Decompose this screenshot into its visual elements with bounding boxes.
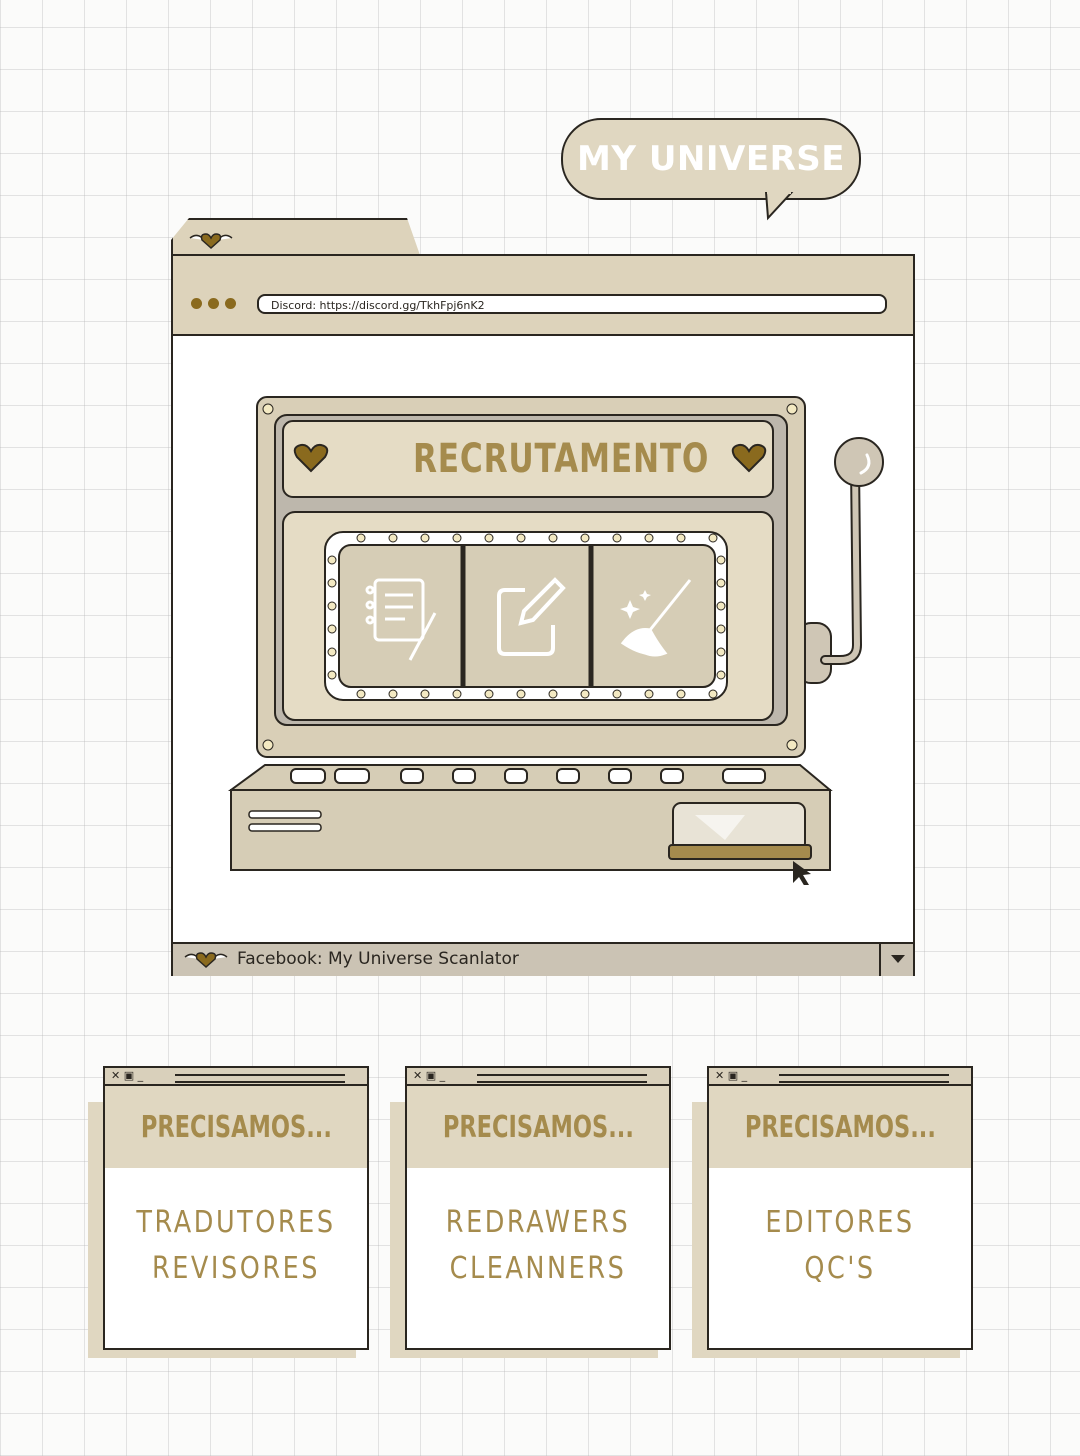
card-titlebar: ✕ ▣ _ [407, 1068, 669, 1086]
speech-bubble: MY UNIVERSE [561, 118, 861, 200]
document-pen-icon [365, 578, 437, 661]
window-dot-2[interactable] [208, 298, 219, 309]
lever-knob [834, 437, 884, 487]
window-toolbar: Discord: https://discord.gg/TkhFpj6nK2 [173, 256, 913, 336]
role-card-1: ✕ ▣ _ PRECISAMOS... TRADUTORES REVISORES [103, 1066, 369, 1350]
heart-icon [731, 443, 767, 473]
slot-title: RECRUTAMENTO [413, 436, 710, 482]
card-body: EDITORES QC'S [709, 1200, 971, 1292]
broom-sparkle-icon [620, 579, 692, 657]
role-label: EDITORES [765, 1205, 915, 1240]
role-label: TRADUTORES [136, 1205, 336, 1240]
cursor-icon [793, 861, 811, 885]
address-bar[interactable]: Discord: https://discord.gg/TkhFpj6nK2 [257, 294, 887, 314]
coin-tray [672, 802, 806, 852]
window-footer: Facebook: My Universe Scanlator [173, 942, 913, 976]
facebook-label: Facebook: My Universe Scanlator [237, 949, 519, 969]
role-label: QC'S [804, 1251, 876, 1286]
card-titlebar: ✕ ▣ _ [709, 1068, 971, 1086]
window-dot-1[interactable] [191, 298, 202, 309]
window-controls-icon[interactable]: ✕ ▣ _ [111, 1069, 144, 1082]
role-label: REVISORES [151, 1251, 321, 1286]
winged-heart-icon [189, 233, 233, 250]
role-label: REDRAWERS [445, 1205, 631, 1240]
chevron-down-icon [891, 955, 905, 963]
window-controls-icon[interactable]: ✕ ▣ _ [715, 1069, 748, 1082]
heart-icon [293, 443, 329, 473]
card-body: TRADUTORES REVISORES [105, 1200, 367, 1292]
role-card-2: ✕ ▣ _ PRECISAMOS... REDRAWERS CLEANNERS [405, 1066, 671, 1350]
bubble-title: MY UNIVERSE [577, 139, 845, 179]
edit-note-icon [497, 577, 566, 656]
window-controls-icon[interactable]: ✕ ▣ _ [413, 1069, 446, 1082]
title-panel [282, 420, 774, 498]
role-card-3: ✕ ▣ _ PRECISAMOS... EDITORES QC'S [707, 1066, 973, 1350]
card-header: PRECISAMOS... [407, 1086, 669, 1168]
window-dot-3[interactable] [225, 298, 236, 309]
card-titlebar: ✕ ▣ _ [105, 1068, 367, 1086]
speech-bubble-tail [764, 192, 794, 221]
winged-heart-icon [184, 952, 228, 969]
card-header: PRECISAMOS... [709, 1086, 971, 1168]
card-header: PRECISAMOS... [105, 1086, 367, 1168]
role-label: CLEANNERS [449, 1251, 627, 1286]
dropdown-button[interactable] [879, 944, 915, 976]
slot-machine [227, 396, 884, 885]
card-body: REDRAWERS CLEANNERS [407, 1200, 669, 1292]
